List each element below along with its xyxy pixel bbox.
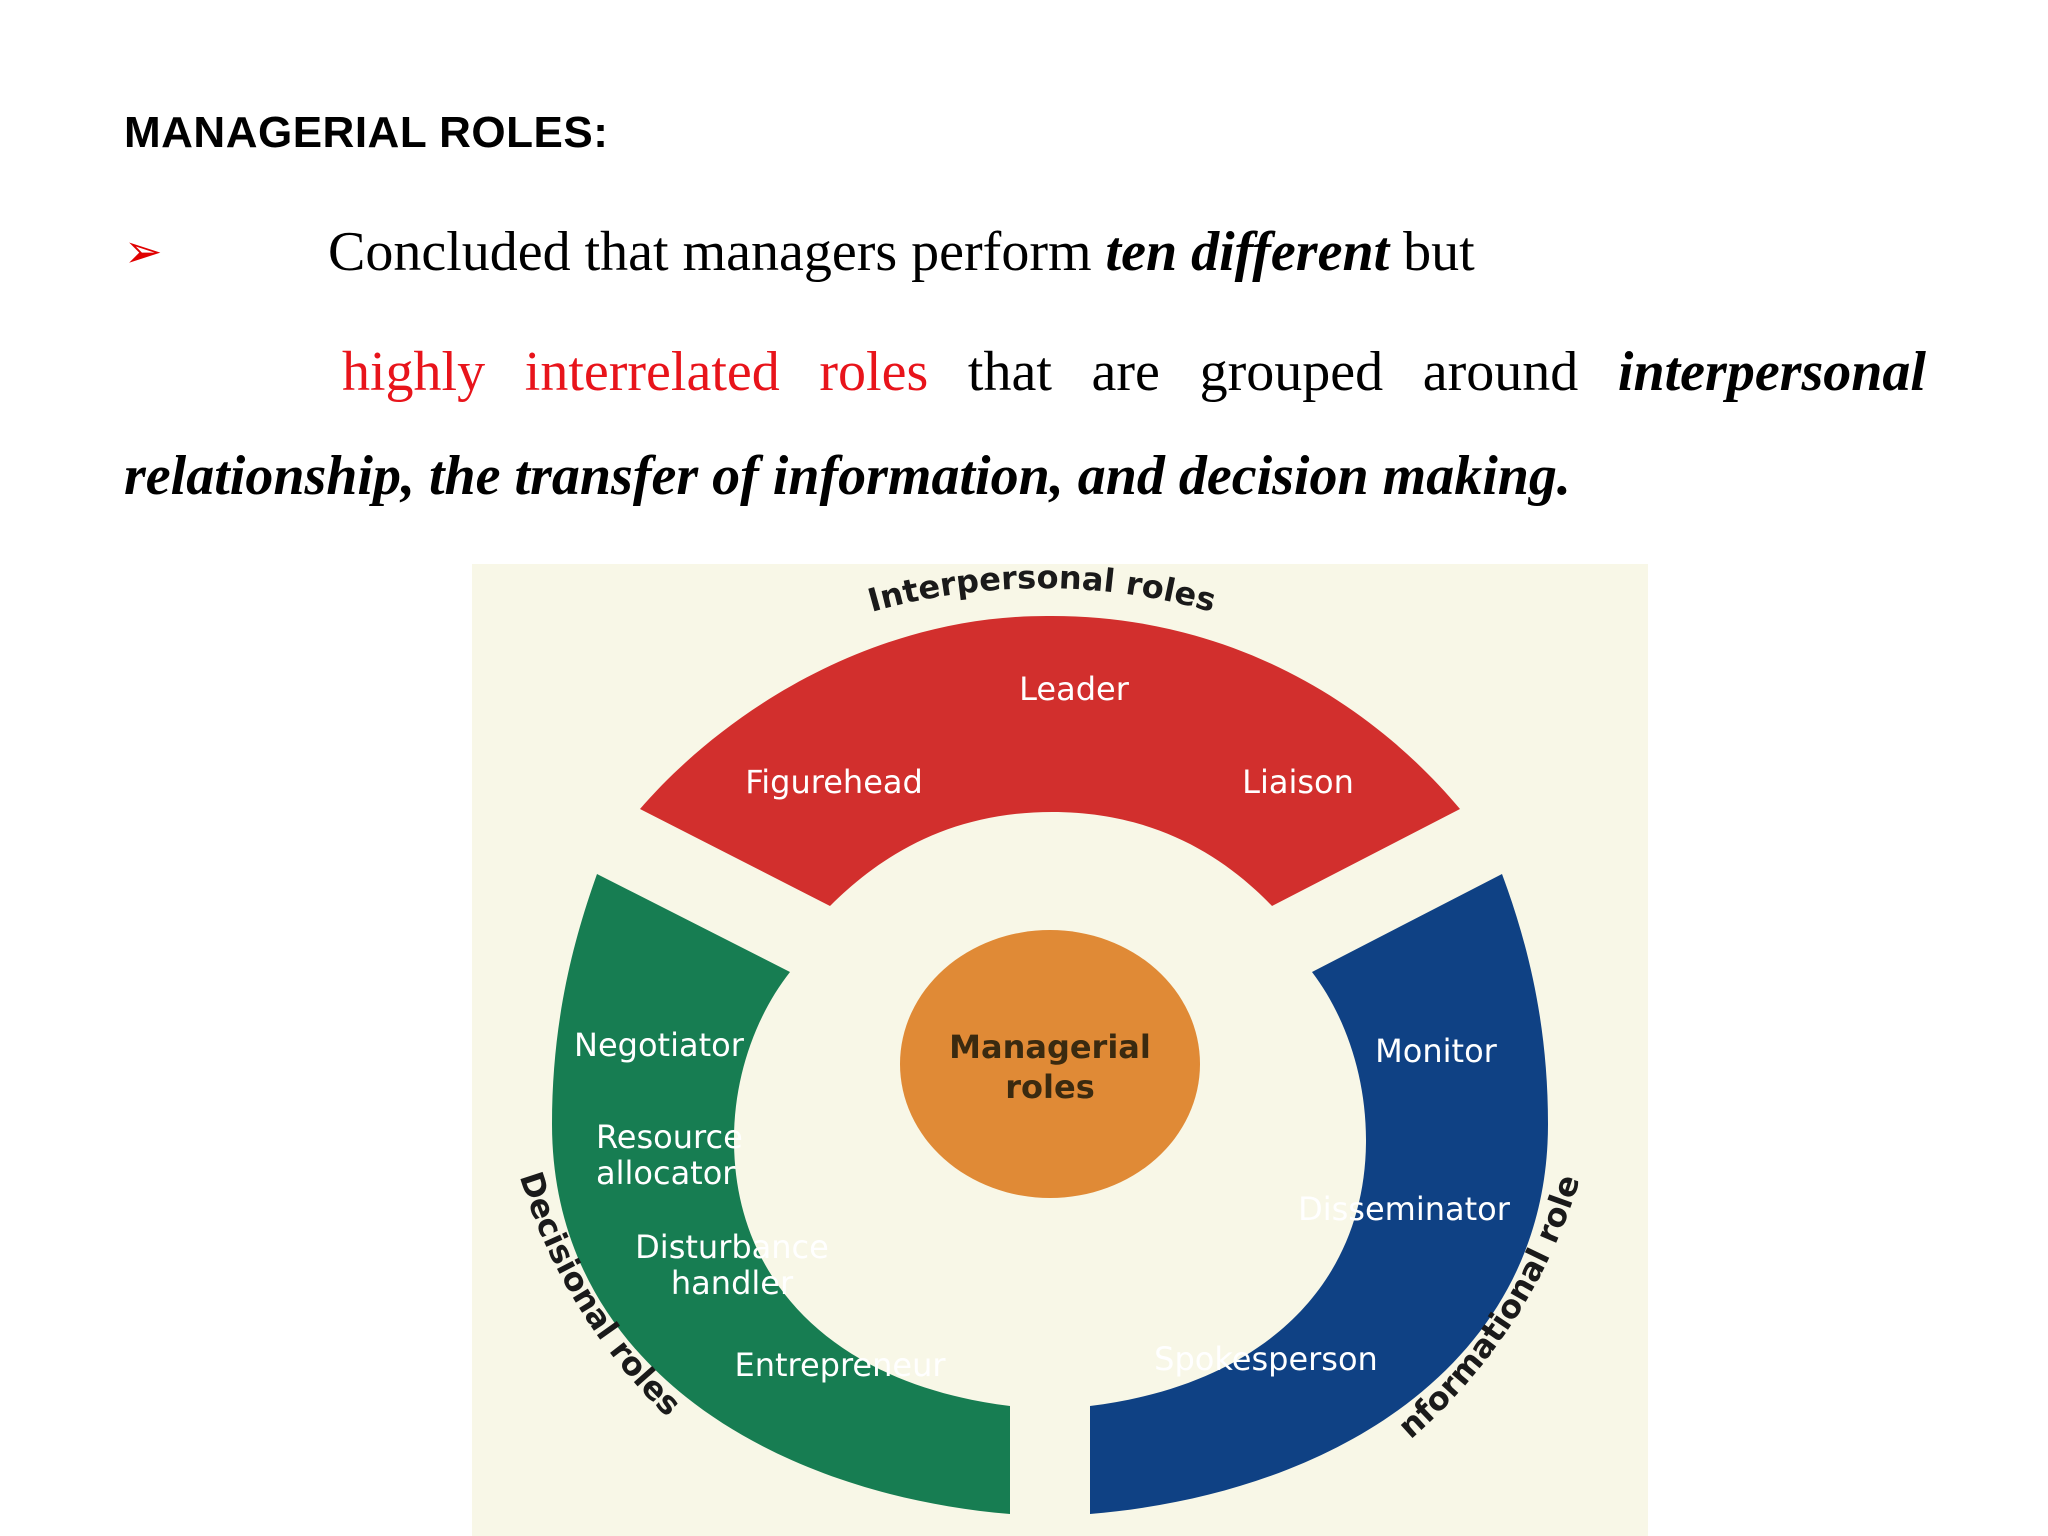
- role-disseminator: Disseminator: [1298, 1190, 1511, 1228]
- role-entrepreneur: Entrepreneur: [734, 1346, 946, 1384]
- role-resource-allocator-line-1: Resource: [596, 1118, 743, 1156]
- plain-word: that: [967, 341, 1052, 403]
- line1-text: Concluded that managers perform: [328, 221, 1106, 283]
- arrow-bullet-icon: ➢: [124, 224, 163, 278]
- plain-word: are: [1091, 341, 1160, 403]
- decisional-segment: [552, 874, 1010, 1514]
- role-disturbance-handler-line-1: Disturbance: [635, 1228, 829, 1266]
- paragraph-line-2: highly interrelated roles that are group…: [342, 340, 1926, 404]
- center-label-line-2: roles: [1005, 1068, 1094, 1106]
- role-negotiator: Negotiator: [574, 1026, 745, 1064]
- managerial-roles-diagram: Managerial roles Leader Figurehead Liais…: [472, 564, 1648, 1536]
- role-resource-allocator-line-2: allocator: [596, 1154, 736, 1192]
- role-spokesperson: Spokesperson: [1154, 1340, 1378, 1378]
- paragraph-line-1: Concluded that managers perform ten diff…: [328, 220, 1475, 284]
- plain-word: grouped: [1199, 341, 1384, 403]
- line1-emphasis: ten different: [1105, 221, 1390, 283]
- red-word: interrelated: [524, 341, 780, 403]
- role-leader: Leader: [1019, 670, 1130, 708]
- informational-segment: [1090, 874, 1548, 1514]
- plain-word: around: [1422, 341, 1579, 403]
- red-word: highly: [342, 341, 486, 403]
- role-figurehead: Figurehead: [745, 763, 923, 801]
- interpersonal-segment: [640, 615, 1460, 906]
- line1-end: but: [1389, 221, 1475, 283]
- role-monitor: Monitor: [1375, 1032, 1497, 1070]
- center-label-line-1: Managerial: [949, 1028, 1151, 1066]
- center-circle: [900, 930, 1200, 1198]
- page-title: MANAGERIAL ROLES:: [124, 108, 609, 157]
- emphasis-word: interpersonal: [1617, 341, 1926, 403]
- paragraph-line-3: relationship, the transfer of informatio…: [124, 445, 1571, 507]
- role-liaison: Liaison: [1242, 763, 1354, 801]
- role-disturbance-handler-line-2: handler: [671, 1264, 794, 1302]
- red-word: roles: [819, 341, 929, 403]
